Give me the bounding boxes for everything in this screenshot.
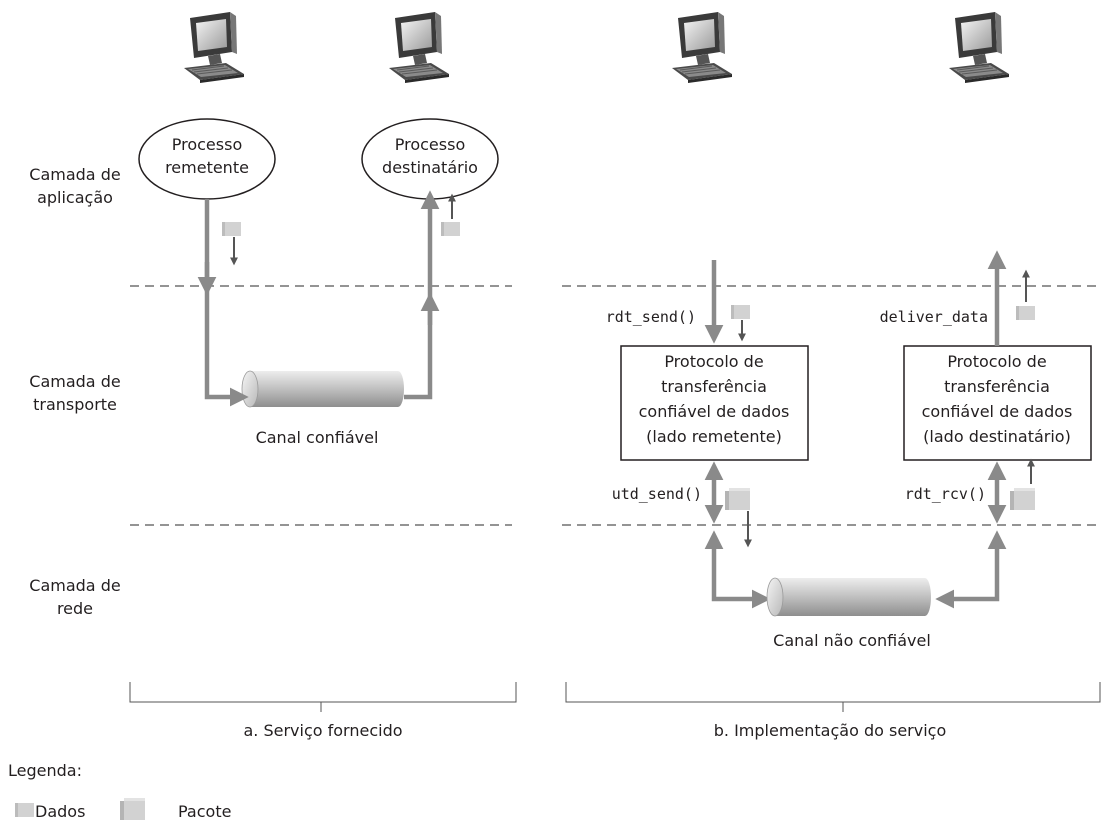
svg-text:transferência: transferência: [944, 377, 1050, 396]
svg-text:aplicação: aplicação: [37, 188, 113, 207]
caption-a: a. Serviço fornecido: [243, 721, 402, 740]
computer-icon: [388, 11, 450, 84]
computer-icon: [183, 11, 245, 84]
svg-text:(lado remetente): (lado remetente): [646, 427, 782, 446]
data-icon: [1016, 306, 1035, 320]
sender-network-arrow: [704, 530, 771, 609]
svg-text:confiável de dados: confiável de dados: [922, 402, 1073, 421]
data-icon: [222, 222, 241, 236]
udt-send-call: utd_send(): [612, 485, 702, 503]
receiver-process: Processo destinatário: [361, 118, 499, 200]
receiver-protocol-box: Protocolo de transferência confiável de …: [903, 345, 1092, 461]
computer-icon: [948, 11, 1010, 84]
reliable-channel-label: Canal confiável: [256, 428, 379, 447]
reliable-channel-pipe: [241, 370, 404, 408]
svg-text:Camada de: Camada de: [29, 372, 120, 391]
bracket-b: [565, 682, 1101, 703]
rdt-send-call: rdt_send(): [606, 308, 696, 326]
layer-label-network: Camada de rede: [29, 576, 120, 618]
unreliable-channel-label: Canal não confiável: [773, 631, 931, 650]
receiver-network-arrow: [935, 530, 1007, 609]
legend-packet: Pacote: [120, 798, 231, 821]
svg-text:transporte: transporte: [33, 395, 117, 414]
svg-text:rede: rede: [57, 599, 93, 618]
legend-packet-label: Pacote: [178, 802, 231, 821]
svg-text:confiável de dados: confiável de dados: [639, 402, 790, 421]
sender-protocol-box: Protocolo de transferência confiável de …: [620, 345, 809, 461]
svg-text:(lado destinatário): (lado destinatário): [923, 427, 1071, 446]
layer-label-transport: Camada de transporte: [29, 372, 120, 414]
packet-icon: [725, 488, 750, 510]
sender-process: Processo remetente: [138, 118, 276, 200]
svg-text:Camada de: Camada de: [29, 165, 120, 184]
svg-text:transferência: transferência: [661, 377, 767, 396]
svg-text:Protocolo de: Protocolo de: [664, 352, 763, 371]
bracket-a: [129, 682, 517, 703]
svg-text:destinatário: destinatário: [382, 158, 478, 177]
rdt-rcv-call: rdt_rcv(): [905, 485, 986, 503]
packet-icon: [1010, 488, 1035, 510]
packet-icon: [120, 798, 145, 820]
svg-text:Camada de: Camada de: [29, 576, 120, 595]
data-icon: [731, 305, 750, 319]
layer-label-application: Camada de aplicação: [29, 165, 120, 207]
receiver-up-arrow: [404, 190, 440, 400]
svg-text:remetente: remetente: [165, 158, 249, 177]
data-icon: [441, 222, 460, 236]
svg-text:Processo: Processo: [395, 135, 465, 154]
legend-data-label: Dados: [35, 802, 85, 821]
svg-text:Processo: Processo: [172, 135, 242, 154]
deliver-data-call: deliver_data: [880, 308, 988, 326]
caption-b: b. Implementação do serviço: [714, 721, 947, 740]
legend-data: Dados: [15, 802, 85, 821]
legend-title: Legenda:: [8, 761, 82, 780]
svg-text:Protocolo de: Protocolo de: [947, 352, 1046, 371]
computer-icon: [671, 11, 733, 84]
unreliable-channel-pipe: [766, 577, 931, 617]
data-icon: [15, 803, 34, 817]
